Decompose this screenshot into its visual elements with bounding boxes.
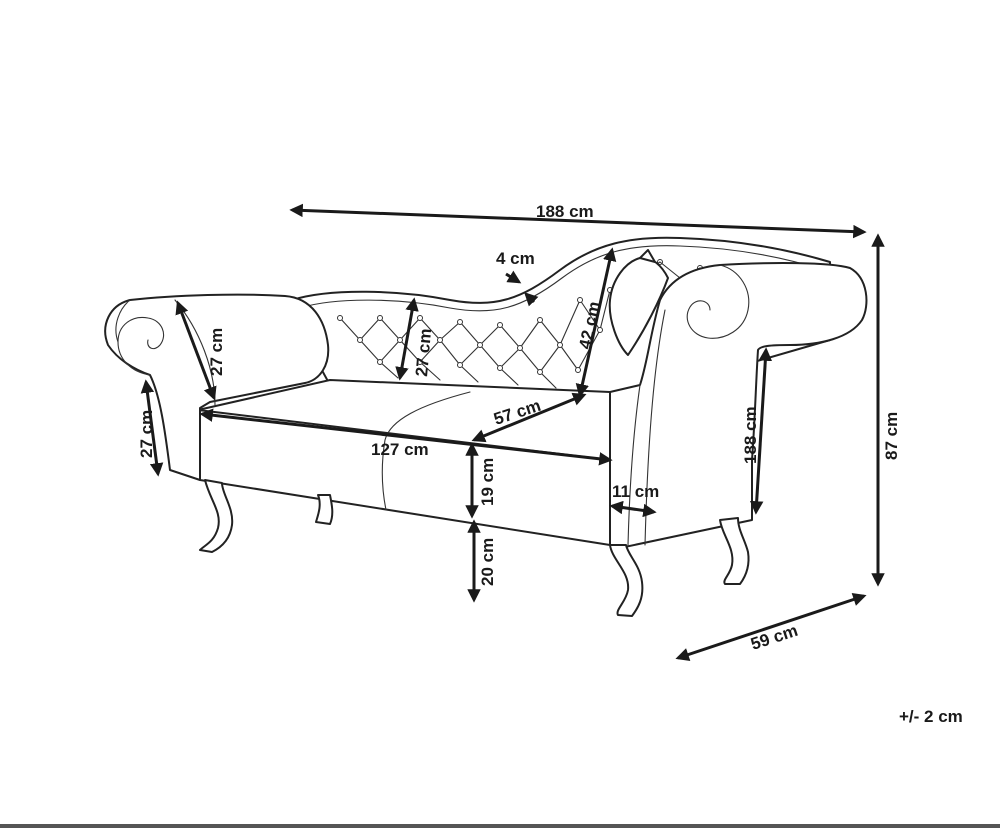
dim-line-arm-top-thickness-b: [524, 292, 539, 307]
label-leg-height: 20 cm: [478, 538, 497, 586]
dim-line-total-width: [289, 203, 867, 239]
label-backrest-depth-left: 27 cm: [207, 328, 226, 376]
right-arm-scroll: [686, 264, 750, 339]
leg-front-right: [609, 544, 644, 617]
dim-line-back-height-right: [575, 247, 617, 398]
left-arm-scroll: [117, 316, 165, 376]
label-arm-thickness: 11 cm: [612, 482, 659, 501]
tolerance-note: +/- 2 cm: [899, 707, 963, 726]
dim-line-arm-thickness: [609, 500, 657, 518]
dim-line-total-depth: [675, 593, 867, 661]
dim-line-backrest-height: [395, 297, 419, 381]
label-total-height: 87 cm: [882, 412, 901, 460]
leg-back-right: [719, 517, 750, 585]
dim-line-arm-top-thickness: [505, 270, 522, 284]
label-total-width: 188 cm: [536, 202, 594, 221]
label-backrest-height: 27 cm: [412, 328, 435, 378]
dim-line-seat-width: [199, 408, 613, 466]
dimension-lines: [140, 203, 885, 661]
leg-back-left: [315, 494, 334, 525]
bottom-border: [0, 824, 1000, 828]
label-arm-top-thickness: 4 cm: [496, 249, 535, 268]
left-arm-scroll-inner: [115, 299, 131, 343]
dim-line-backrest-depth-left: [175, 300, 217, 401]
right-arm-front-panel: [627, 384, 641, 546]
label-seat-width: 127 cm: [371, 440, 429, 459]
dim-line-arm-front-height: [140, 379, 164, 477]
label-lying-length: 188 cm: [741, 406, 760, 464]
pillow-corner: [639, 249, 656, 263]
label-arm-front-height: 27 cm: [137, 410, 156, 458]
dim-line-lying-length: [749, 347, 773, 515]
label-seat-cushion-height: 19 cm: [478, 458, 497, 506]
leg-front-left: [199, 479, 234, 553]
throw-pillow: [608, 256, 669, 356]
